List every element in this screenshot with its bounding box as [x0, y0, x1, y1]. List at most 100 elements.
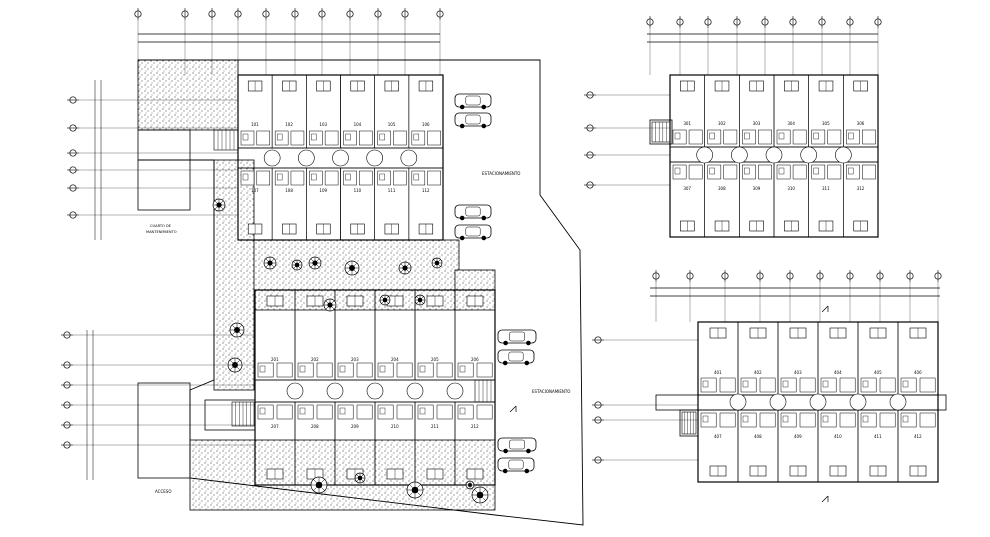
tree-trunk	[382, 297, 388, 303]
closet	[879, 412, 896, 428]
parked-car	[454, 204, 492, 219]
room-number: 208	[311, 424, 319, 429]
closet	[799, 377, 816, 393]
car-wheel	[526, 448, 531, 454]
toilet	[379, 407, 386, 415]
toilet	[259, 407, 266, 415]
room-number: 306	[857, 121, 865, 126]
corridor-door-swing	[366, 149, 383, 167]
toilet	[242, 173, 249, 181]
parking-label-bottom: ESTACIONAMIENTO	[532, 389, 570, 394]
garden-bottom	[189, 439, 496, 511]
tree-trunk	[476, 491, 484, 499]
toilet	[674, 132, 681, 140]
parked-car	[454, 93, 492, 108]
room-unit	[843, 161, 879, 238]
maintenance-label-1: CUARTO DE	[150, 224, 172, 228]
room-number: 412	[914, 434, 922, 439]
room-number: 109	[319, 188, 327, 193]
garden-top-left	[137, 59, 239, 131]
closet	[276, 404, 293, 420]
car-wheel	[524, 468, 530, 474]
toilet	[862, 380, 869, 388]
room-number: 108	[285, 188, 293, 193]
room-number: 206	[471, 357, 479, 362]
tree-trunk	[468, 483, 472, 487]
closet	[324, 170, 339, 186]
tree-trunk	[294, 262, 300, 268]
tree-trunk	[315, 481, 323, 489]
toilet	[259, 365, 266, 373]
closet	[839, 377, 856, 393]
corridor-door-swing	[332, 149, 349, 167]
corridor-door-swing	[446, 382, 464, 400]
room-number: 404	[834, 370, 842, 375]
room-number: 408	[754, 434, 762, 439]
closet	[758, 164, 772, 180]
toilet	[419, 407, 426, 415]
room-number: 407	[714, 434, 722, 439]
toilet	[778, 167, 785, 175]
tree-trunk	[312, 260, 318, 266]
parked-car	[497, 329, 537, 344]
closet	[919, 412, 936, 428]
room-number: 401	[714, 370, 722, 375]
tree-trunk	[232, 362, 238, 368]
room-number: 405	[874, 370, 882, 375]
corridor-door-swing	[731, 146, 748, 164]
toilet	[419, 365, 426, 373]
car-wheel	[526, 340, 531, 346]
toilet	[782, 380, 789, 388]
closet	[792, 129, 807, 145]
room-number: 406	[914, 370, 922, 375]
car-wheel	[481, 235, 487, 241]
closet	[290, 170, 305, 186]
corridor-door-swing	[729, 393, 747, 411]
tree-trunk	[349, 265, 355, 271]
toilet	[782, 415, 789, 423]
room-number: 209	[351, 424, 359, 429]
closet	[919, 377, 936, 393]
corridor-door-swing	[400, 149, 418, 167]
corridor-door-swing	[366, 382, 384, 400]
closet	[256, 130, 271, 146]
toilet	[276, 173, 283, 181]
closet	[276, 362, 293, 378]
room-number: 110	[354, 188, 362, 193]
toilet	[822, 380, 829, 388]
room-unit	[408, 167, 444, 241]
room-number: 103	[319, 122, 327, 127]
toilet	[862, 415, 869, 423]
corridor-door-swing	[406, 382, 424, 400]
corridor-door-swing	[809, 393, 827, 411]
car-wheel	[524, 360, 530, 366]
room-number: 105	[388, 122, 396, 127]
tree-trunk	[417, 297, 423, 303]
closet	[688, 164, 703, 180]
closet	[879, 377, 896, 393]
corridor-door-swing	[696, 146, 713, 164]
toilet	[379, 173, 385, 181]
car-roof	[465, 114, 481, 125]
tree-trunk	[327, 302, 333, 308]
room-number: 411	[874, 434, 882, 439]
toilet	[742, 380, 749, 388]
room-number: 312	[857, 186, 865, 191]
corridor-door-swing	[298, 149, 315, 167]
car-roof	[465, 206, 481, 217]
room-number: 309	[753, 186, 761, 191]
toilet	[242, 133, 249, 141]
dimension-top	[138, 33, 440, 43]
closet	[324, 130, 339, 146]
closet	[359, 170, 373, 186]
car-wheel	[503, 448, 508, 454]
toilet	[345, 173, 351, 181]
room-number: 311	[822, 186, 830, 191]
room-number: 205	[431, 357, 439, 362]
corridor-door-swing	[765, 146, 783, 164]
toilet	[709, 132, 715, 140]
car-wheel	[481, 104, 487, 110]
corridor-door-swing	[800, 146, 817, 164]
car-wheel	[459, 235, 465, 241]
